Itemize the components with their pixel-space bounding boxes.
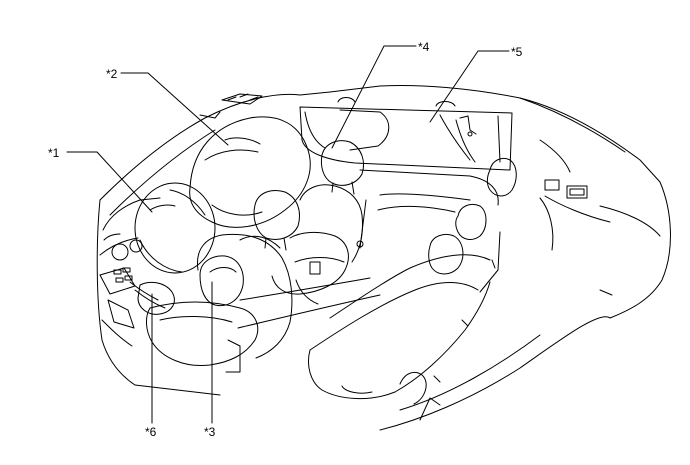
driver-airbag (134, 182, 216, 274)
front-passenger-airbag (189, 116, 311, 228)
vehicle-body-outline (96, 85, 671, 431)
callout-label-3: *3 (204, 425, 216, 439)
leader-line-5 (429, 50, 510, 123)
callout-label-5: *5 (511, 45, 523, 59)
rear-door (539, 139, 613, 296)
roof-console (199, 93, 263, 119)
knee-airbag (137, 281, 175, 315)
callout-label-4: *4 (418, 40, 430, 54)
leader-lines (66, 45, 510, 424)
front-side-airbag (199, 255, 244, 307)
leader-line-2 (120, 72, 229, 146)
callout-label-1: *1 (48, 146, 60, 160)
curtain-airbag-panel (299, 97, 513, 171)
rear-seat (308, 157, 517, 421)
callout-label-6: *6 (145, 425, 157, 439)
front-passenger-seat (271, 140, 364, 305)
driver-seat (146, 190, 300, 373)
leader-line-1 (66, 151, 153, 213)
dashboard (99, 197, 166, 309)
callout-label-2: *2 (106, 67, 118, 81)
leader-line-4 (331, 45, 417, 149)
